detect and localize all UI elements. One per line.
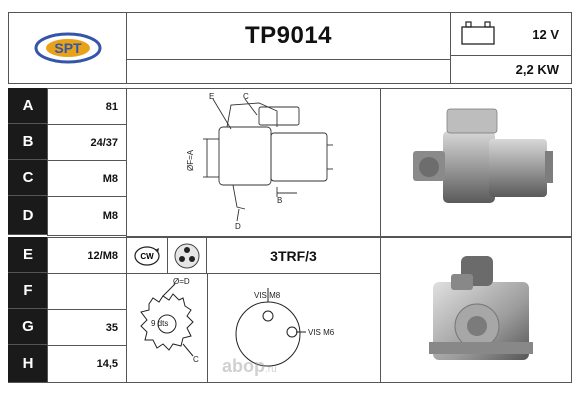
row-letter-b: B [8, 124, 48, 160]
dim-label-e: E [209, 92, 214, 101]
row-letter-e: E [8, 237, 48, 273]
terminal-icon-cell [167, 237, 207, 274]
rotation-label: CW [140, 252, 154, 261]
dim-label-c: C [243, 92, 249, 101]
watermark: abop.ru [222, 356, 277, 377]
dimension-diagram-cell: E C ØF=A B D [126, 88, 381, 237]
mount-flange-drawing: VIS M8 VIS M6 [235, 288, 335, 367]
gear-diagram-cell: Ø=D 9 dts C [126, 273, 208, 383]
row-letter-c: C [8, 160, 48, 196]
logo-cell: SPT [8, 12, 127, 84]
row-value-c: M8 [47, 160, 127, 197]
row-value-a: 81 [47, 88, 127, 125]
starter-photo-side-cell [380, 88, 572, 237]
starter-dimension-drawing: E C ØF=A B D [186, 92, 333, 231]
starter-photo-side [413, 108, 553, 203]
watermark-domain: .ru [265, 364, 277, 375]
pinion-gear-drawing: Ø=D 9 dts C [140, 277, 199, 364]
watermark-mid: op [243, 356, 266, 376]
voltage-value: 12 V [532, 26, 559, 42]
row-letter-h: H [8, 345, 48, 383]
row-letter-f: F [8, 273, 48, 309]
row-letter-a: A [8, 88, 48, 124]
rotation-cell: CW [126, 237, 168, 274]
watermark-main: ab [222, 356, 244, 376]
row-value-d: M8 [47, 196, 127, 236]
dim-label-b: B [277, 196, 282, 205]
row-value-e: 12/M8 [47, 237, 127, 274]
cw-rotation-icon: CW [134, 245, 160, 266]
voltage-cell: 12 V [450, 12, 572, 56]
row-value-f [47, 273, 127, 310]
dim-label-f: ØF=A [186, 149, 195, 171]
row-letter-g: G [8, 309, 48, 345]
terminal-code: 3TRF/3 [206, 237, 381, 274]
row-value-b: 24/37 [47, 124, 127, 161]
battery-icon [461, 21, 495, 45]
mount-side-label: VIS M6 [308, 328, 335, 337]
gear-teeth-label: 9 dts [151, 319, 168, 328]
row-value-h: 14,5 [47, 345, 127, 383]
part-number-title: TP9014 [126, 12, 451, 60]
dim-label-d: D [235, 222, 241, 231]
brand-logo-text: SPT [54, 40, 82, 56]
mount-top-label: VIS M8 [254, 291, 281, 300]
header-blank-cell [126, 59, 451, 84]
starter-photo-front [429, 256, 533, 360]
starter-photo-front-cell [380, 237, 572, 383]
row-value-g: 35 [47, 309, 127, 346]
power-value: 2,2 KW [450, 55, 572, 84]
terminal-connector-icon [174, 243, 200, 268]
spt-logo-icon: SPT [34, 32, 101, 64]
gear-diameter-label: Ø=D [173, 277, 190, 286]
row-letter-d: D [8, 196, 48, 235]
gear-c-label: C [193, 355, 199, 364]
